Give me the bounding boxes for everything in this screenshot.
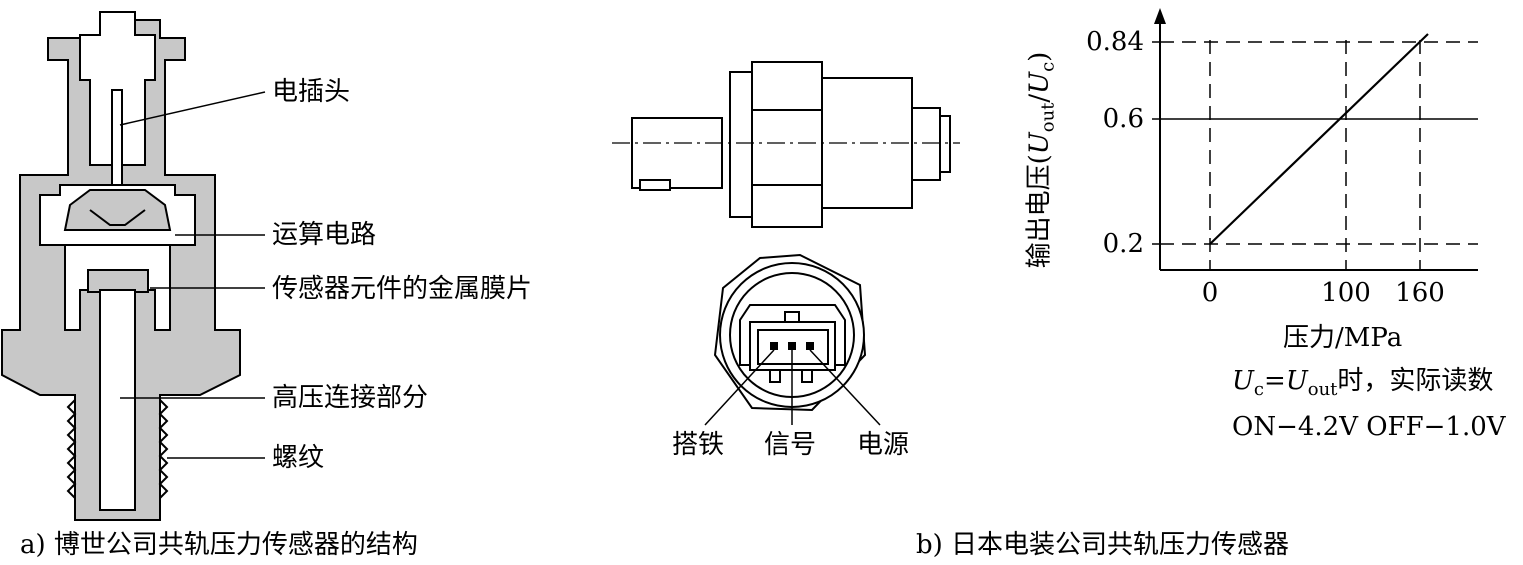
output-voltage-chart <box>1152 8 1478 271</box>
label-plug: 电插头 <box>272 77 351 107</box>
thread-left <box>66 399 77 499</box>
x-tick-label-0: 0 <box>1201 278 1219 308</box>
denso-front-view <box>713 253 867 412</box>
chart-ylabel: 输出电压(Uout/Uc) <box>1024 51 1059 269</box>
x-tick-label-2: 160 <box>1395 278 1445 308</box>
x-tick-label-1: 100 <box>1321 278 1371 308</box>
label-hp-connection: 高压连接部分 <box>272 383 429 413</box>
label-signal: 信号 <box>764 430 817 460</box>
plug-cavity <box>79 11 156 166</box>
series-line <box>1209 33 1429 245</box>
pressure-channel <box>99 289 136 511</box>
chart-xlabel: 压力/MPa <box>1283 323 1403 353</box>
y-tick-label-2: 0.84 <box>1086 27 1144 57</box>
label-thread: 螺纹 <box>272 443 325 473</box>
y-axis-arrow <box>1154 8 1166 24</box>
caption-b: b) 日本电装公司共轨压力传感器 <box>916 530 1290 560</box>
denso-side-view <box>631 61 951 228</box>
metal-membrane <box>87 269 149 293</box>
chart-note-1: Uc=Uout时，实际读数 <box>1232 366 1494 401</box>
label-ground: 搭铁 <box>672 430 725 460</box>
thread-right <box>158 399 169 499</box>
label-circuit: 运算电路 <box>272 220 377 250</box>
pin-leaders <box>704 349 881 426</box>
plug-pin <box>111 89 123 191</box>
caption-a: a) 博世公司共轨压力传感器的结构 <box>20 530 418 560</box>
label-power: 电源 <box>857 430 910 460</box>
chart-note-2: ON−4.2V OFF−1.0V <box>1232 412 1506 442</box>
y-tick-label-0: 0.2 <box>1102 229 1144 259</box>
circuit-board <box>63 189 172 231</box>
leader-lines <box>119 91 266 459</box>
pin-dots <box>770 342 814 350</box>
label-membrane: 传感器元件的金属膜片 <box>272 274 533 304</box>
y-tick-label-1: 0.6 <box>1102 104 1144 134</box>
